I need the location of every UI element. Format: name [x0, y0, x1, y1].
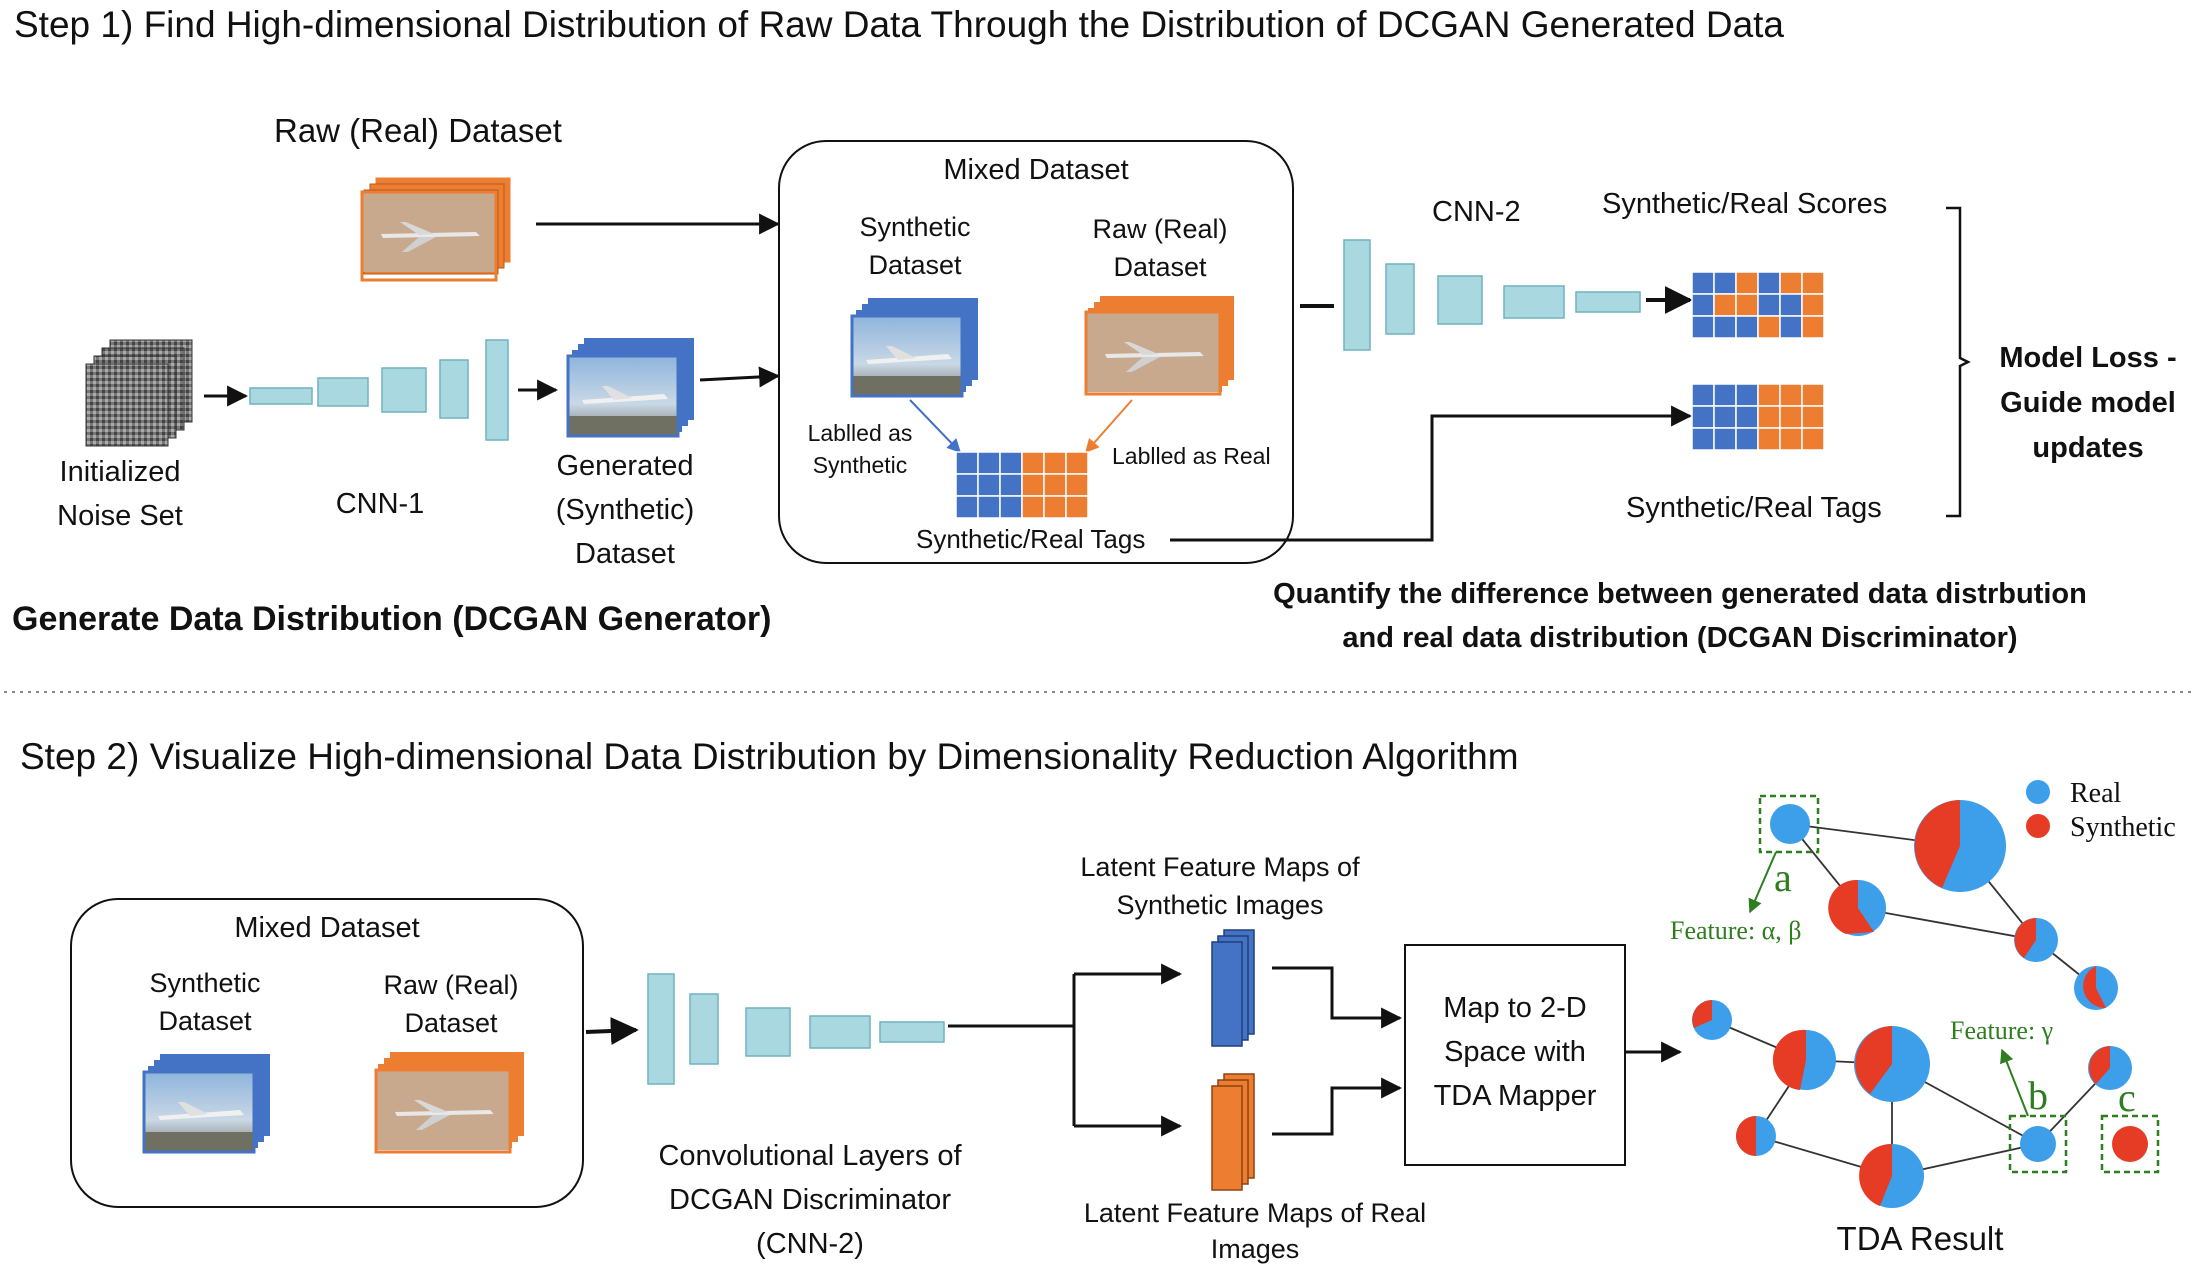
cnn1-label: CNN-1	[335, 488, 425, 520]
s2-raw-label-2: Dataset	[404, 1008, 498, 1038]
loss-label-3: updates	[2032, 432, 2144, 464]
tags-grid-right	[1691, 383, 1825, 451]
legend-real-dot	[2026, 780, 2050, 804]
labelled-real: Lablled as Real	[1112, 443, 1271, 469]
step2-title: Step 2) Visualize High-dimensional Data …	[20, 736, 1519, 777]
loss-label-2: Guide model	[2000, 387, 2176, 419]
mapper-label-2: Space with	[1444, 1036, 1586, 1068]
latent-real-maps	[1211, 1073, 1255, 1191]
generated-label-3: Dataset	[575, 538, 675, 570]
latent-synthetic-maps	[1211, 929, 1255, 1047]
generated-dataset-stack	[566, 338, 694, 438]
loss-label-1: Model Loss -	[1999, 342, 2177, 374]
highlight-a	[1758, 794, 1820, 854]
conv-label-3: (CNN-2)	[756, 1228, 864, 1260]
legend-real-label: Real	[2070, 778, 2122, 809]
mapper-label-3: TDA Mapper	[1433, 1080, 1597, 1112]
raw-dataset-stack	[360, 177, 511, 282]
node-label-b: b	[2028, 1073, 2048, 1118]
tda-nodes	[1692, 800, 2148, 1208]
s2-synthetic-label-1: Synthetic	[149, 968, 261, 998]
mixed-dataset-title-step1: Mixed Dataset	[943, 154, 1129, 186]
mapper-label-1: Map to 2-D	[1443, 992, 1587, 1024]
tda-result-label: TDA Result	[1836, 1220, 2004, 1257]
step1-title: Step 1) Find High-dimensional Distributi…	[14, 4, 1785, 45]
latent-real-label-1: Latent Feature Maps of Real	[1083, 1198, 1427, 1228]
noise-label-1: Initialized	[59, 456, 181, 488]
mixed-dataset-box-step1	[778, 140, 1294, 564]
highlight-c	[2100, 1114, 2160, 1174]
labelled-synthetic-2: Synthetic	[812, 452, 908, 478]
tags-label-mixed: Synthetic/Real Tags	[916, 524, 1146, 554]
raw-dataset-label: Raw (Real) Dataset	[274, 112, 562, 149]
mapper-box	[1404, 944, 1626, 1166]
labelled-synthetic-1: Lablled as	[807, 420, 913, 446]
tags-label-right: Synthetic/Real Tags	[1626, 492, 1882, 524]
conv-label-1: Convolutional Layers of	[658, 1140, 962, 1172]
feature-ab-label: Feature: α, β	[1670, 916, 1802, 945]
noise-label-2: Noise Set	[57, 500, 183, 532]
mixed-raw-label-1: Raw (Real)	[1092, 214, 1228, 244]
s2-synthetic-stack	[142, 1054, 270, 1154]
generated-label-2: (Synthetic)	[555, 494, 695, 526]
cnn2-layers-step2	[647, 973, 945, 1085]
cnn2-layers-step1	[1343, 239, 1641, 351]
mixed-tags-grid	[955, 451, 1089, 519]
conv-label-2: DCGAN Discriminator	[669, 1184, 951, 1216]
tda-edges	[1711, 823, 2111, 1177]
node-label-c: c	[2118, 1075, 2136, 1120]
discriminator-caption-2: and real data distribution (DCGAN Discri…	[1342, 622, 2018, 654]
latent-real-label-2: Images	[1210, 1234, 1300, 1264]
latent-synth-label-1: Latent Feature Maps of	[1080, 852, 1360, 882]
highlight-b	[2008, 1114, 2068, 1174]
mixed-dataset-title-step2: Mixed Dataset	[234, 912, 420, 944]
mixed-synthetic-label-2: Dataset	[868, 250, 962, 280]
scores-grid	[1691, 271, 1825, 339]
mixed-synthetic-label-1: Synthetic	[859, 212, 971, 242]
cnn1-layers	[249, 339, 509, 441]
scores-label: Synthetic/Real Scores	[1602, 188, 1888, 220]
discriminator-caption-1: Quantify the difference between generate…	[1273, 578, 2087, 610]
latent-synth-label-2: Synthetic Images	[1116, 890, 1324, 920]
noise-set-stack	[85, 339, 193, 447]
s2-raw-stack	[374, 1052, 524, 1154]
generator-caption: Generate Data Distribution (DCGAN Genera…	[12, 600, 772, 638]
mixed-raw-label-2: Dataset	[1113, 252, 1207, 282]
s2-synthetic-label-2: Dataset	[158, 1006, 252, 1036]
legend-synthetic-label: Synthetic	[2070, 812, 2176, 843]
loss-brace	[1946, 206, 1971, 518]
mixed-dataset-box-step2	[70, 898, 584, 1208]
mixed-synthetic-stack	[850, 298, 978, 398]
mixed-raw-stack	[1084, 296, 1234, 396]
feature-g-label: Feature: γ	[1950, 1016, 2054, 1045]
node-label-a: a	[1774, 855, 1792, 900]
s2-raw-label-1: Raw (Real)	[383, 970, 519, 1000]
cnn2-label: CNN-2	[1432, 196, 1521, 228]
generated-label-1: Generated	[556, 450, 694, 482]
legend-synthetic-dot	[2026, 814, 2050, 838]
